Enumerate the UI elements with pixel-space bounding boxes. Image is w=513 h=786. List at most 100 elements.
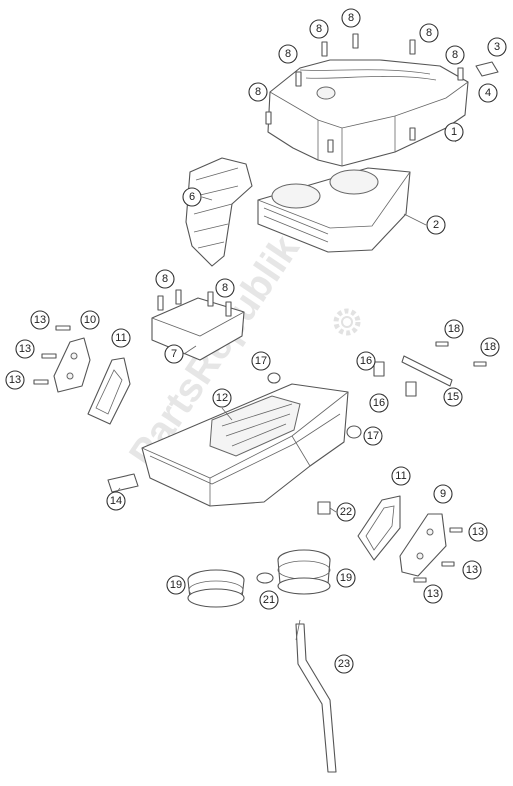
air-filter[interactable]	[257, 167, 411, 253]
callout-c8f[interactable]: 8	[248, 82, 268, 102]
callout-number: 19	[170, 579, 182, 591]
screws-right[interactable]	[413, 527, 463, 583]
callout-number: 21	[263, 594, 275, 606]
bracket-part-7[interactable]	[151, 289, 245, 361]
callout-number: 12	[216, 392, 228, 404]
callout-number: 1	[451, 126, 457, 138]
callout-c22[interactable]: 22	[336, 502, 356, 522]
callout-circle	[30, 310, 50, 330]
intake-boot-left[interactable]	[187, 569, 245, 608]
callout-c8h[interactable]: 8	[215, 278, 235, 298]
callout-circle	[182, 187, 202, 207]
callout-circle	[444, 122, 464, 142]
callout-c13c[interactable]: 13	[5, 370, 25, 390]
cap-part-22[interactable]	[317, 501, 331, 515]
callout-c19a[interactable]: 19	[166, 575, 186, 595]
callout-circle	[336, 502, 356, 522]
callout-circle	[363, 426, 383, 446]
screws-part-18[interactable]	[435, 341, 487, 367]
callout-circle	[259, 590, 279, 610]
callout-c18a[interactable]: 18	[444, 319, 464, 339]
callout-number: 18	[484, 341, 496, 353]
callout-c12[interactable]: 12	[212, 388, 232, 408]
callout-number: 13	[9, 374, 21, 386]
callout-c8a[interactable]: 8	[309, 19, 329, 39]
screws-left[interactable]	[33, 325, 71, 385]
callout-circle	[164, 344, 184, 364]
drain-hose[interactable]	[295, 623, 337, 773]
intake-boot-right[interactable]	[277, 549, 331, 595]
callout-c6[interactable]: 6	[182, 187, 202, 207]
airbox-body[interactable]	[141, 383, 349, 507]
airbox-cover[interactable]	[267, 59, 469, 167]
callout-c14[interactable]: 14	[106, 491, 126, 511]
gasket-part-11-right[interactable]	[357, 495, 401, 561]
callout-circle	[468, 522, 488, 542]
callout-c8e[interactable]: 8	[445, 45, 465, 65]
callout-c19b[interactable]: 19	[336, 568, 356, 588]
callout-number: 13	[34, 314, 46, 326]
callout-c9[interactable]: 9	[433, 484, 453, 504]
callout-c18b[interactable]: 18	[480, 337, 500, 357]
callout-c2[interactable]: 2	[426, 215, 446, 235]
callout-c13f[interactable]: 13	[423, 584, 443, 604]
callout-c16a[interactable]: 16	[356, 351, 376, 371]
callout-number: 8	[162, 273, 168, 285]
callout-c13e[interactable]: 13	[462, 560, 482, 580]
callout-c16b[interactable]: 16	[369, 393, 389, 413]
callout-c13a[interactable]: 13	[30, 310, 50, 330]
grommet-part-17[interactable]	[267, 372, 362, 439]
callout-number: 13	[19, 343, 31, 355]
callout-c15[interactable]: 15	[443, 387, 463, 407]
callout-circle	[356, 351, 376, 371]
plug-part-21[interactable]	[256, 572, 274, 584]
callout-number: 8	[316, 23, 322, 35]
callout-circle	[80, 310, 100, 330]
callout-c4[interactable]: 4	[478, 83, 498, 103]
callout-c8c[interactable]: 8	[419, 23, 439, 43]
callout-number: 2	[433, 219, 439, 231]
callout-circle	[212, 388, 232, 408]
callout-c13d[interactable]: 13	[468, 522, 488, 542]
rod-part-15[interactable]	[401, 355, 453, 387]
cover-bolts[interactable]	[265, 33, 464, 153]
watermark-gear-icon	[333, 308, 361, 336]
callout-number: 7	[171, 348, 177, 360]
bracket-part-10[interactable]	[53, 337, 91, 393]
callout-circle	[445, 45, 465, 65]
gasket-part-11-left[interactable]	[87, 357, 131, 425]
callout-c3[interactable]: 3	[487, 37, 507, 57]
callout-c11b[interactable]: 11	[391, 466, 411, 486]
callout-circle	[426, 215, 446, 235]
callout-number: 14	[110, 495, 122, 507]
bracket-part-9[interactable]	[399, 513, 447, 577]
callout-number: 15	[447, 391, 459, 403]
callout-c17b[interactable]: 17	[363, 426, 383, 446]
callout-c10[interactable]: 10	[80, 310, 100, 330]
callout-number: 9	[440, 488, 446, 500]
callout-number: 8	[426, 27, 432, 39]
callout-c8b[interactable]: 8	[341, 8, 361, 28]
intake-duct[interactable]	[185, 157, 253, 267]
callout-c21[interactable]: 21	[259, 590, 279, 610]
callout-number: 13	[472, 526, 484, 538]
callout-c17a[interactable]: 17	[251, 351, 271, 371]
clips-part-16[interactable]	[373, 361, 417, 397]
callout-c7[interactable]: 7	[164, 344, 184, 364]
callout-number: 8	[348, 12, 354, 24]
callout-number: 17	[255, 355, 267, 367]
callout-c23[interactable]: 23	[334, 654, 354, 674]
callout-number: 3	[494, 41, 500, 53]
clip-part-3[interactable]	[475, 61, 499, 77]
callout-c1[interactable]: 1	[444, 122, 464, 142]
callout-circle	[480, 337, 500, 357]
callout-circle	[444, 319, 464, 339]
callout-circle	[215, 278, 235, 298]
callout-c8g[interactable]: 8	[155, 269, 175, 289]
callout-number: 16	[360, 355, 372, 367]
callout-c8d[interactable]: 8	[278, 44, 298, 64]
callout-c11a[interactable]: 11	[111, 328, 131, 348]
callout-c13b[interactable]: 13	[15, 339, 35, 359]
clip-part-14[interactable]	[107, 473, 139, 493]
